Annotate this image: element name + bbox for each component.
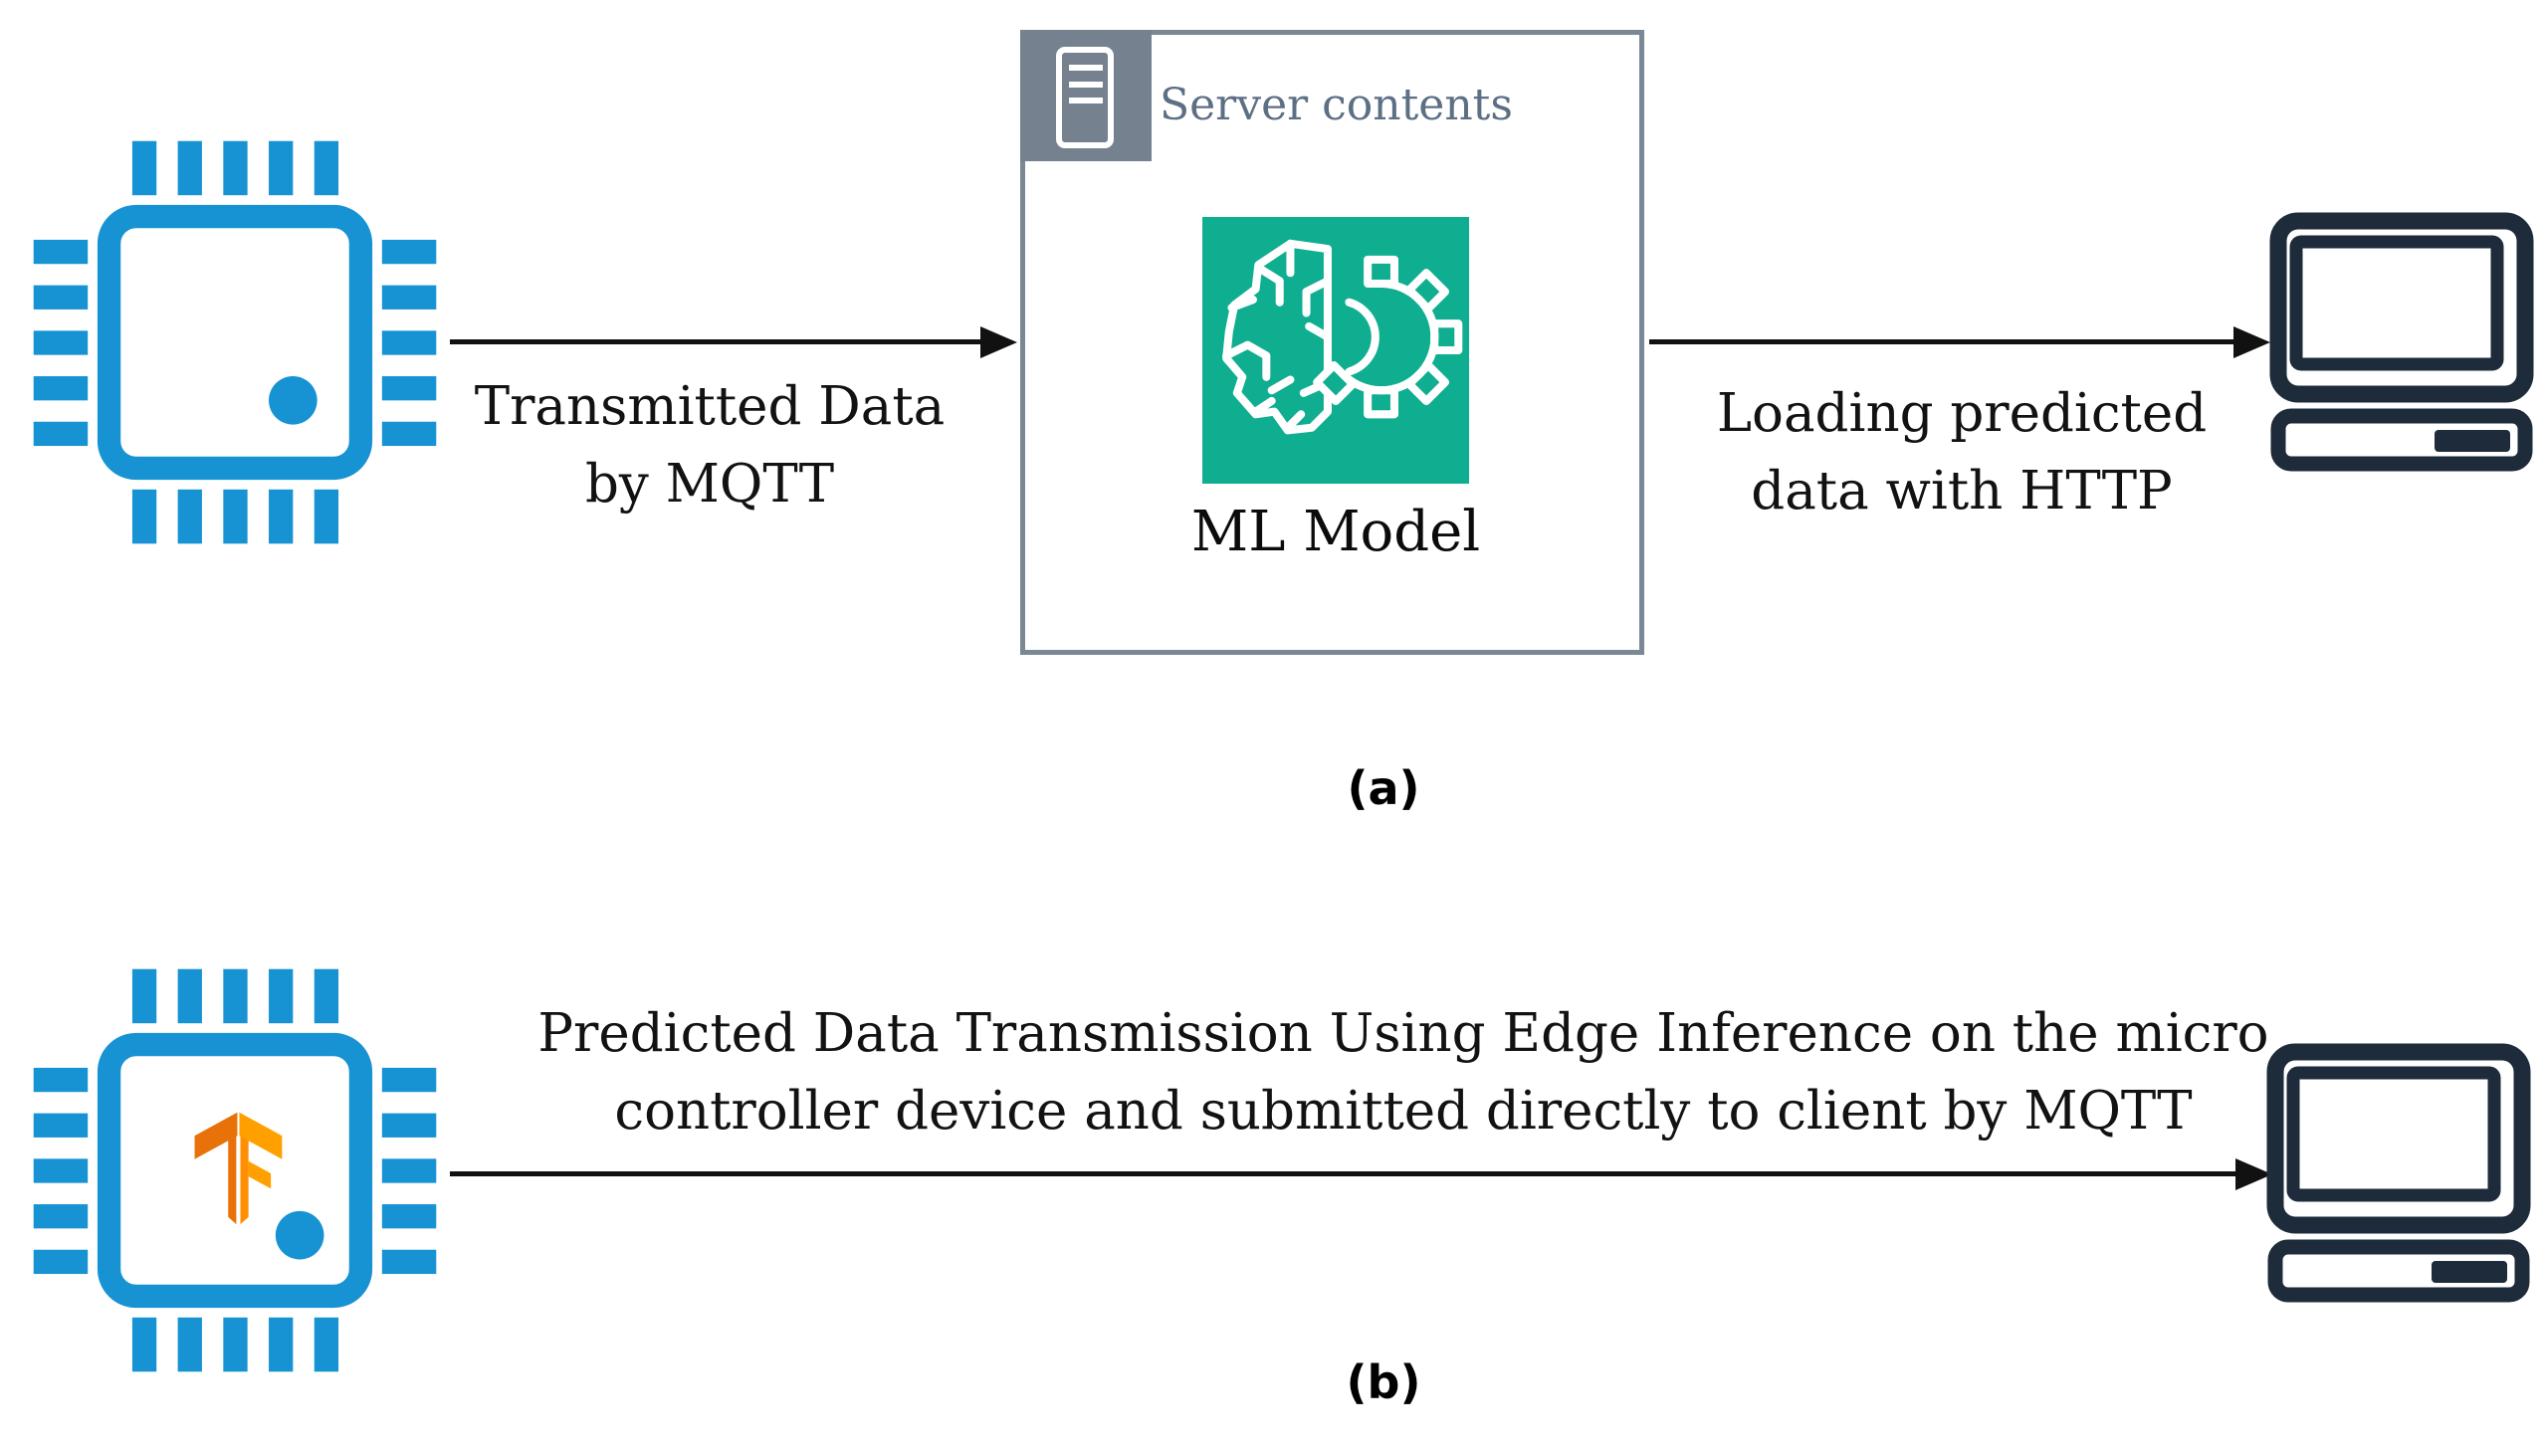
desktop-computer-icon	[2266, 1043, 2531, 1303]
monitor-screen	[2286, 1066, 2501, 1202]
chip-pins	[33, 140, 437, 544]
arrow-edge-inference	[450, 1171, 2236, 1176]
mqtt-arrow-label-line1: Transmitted Data	[474, 376, 946, 437]
http-arrow-label: Loading predicted data with HTTP	[1663, 375, 2260, 530]
arrow-http	[1649, 339, 2234, 344]
chip-pins	[33, 968, 437, 1372]
base-slot	[2432, 1261, 2507, 1283]
gear-inner-arc	[1345, 298, 1379, 376]
mqtt-arrow-label-line2: by MQTT	[584, 454, 835, 515]
caption-a: (a)	[1347, 761, 1420, 815]
chip-dot	[275, 1210, 324, 1260]
caption-b: (b)	[1346, 1355, 1421, 1409]
chip-body	[97, 204, 373, 481]
brain-gear-icon	[1202, 217, 1469, 484]
ml-model-label: ML Model	[1190, 500, 1481, 564]
server-contents-box: Server contents ML Model	[1020, 30, 1644, 655]
gear-body	[1339, 279, 1439, 395]
arrow-mqtt	[450, 339, 981, 344]
gear	[1313, 255, 1463, 419]
tensorflow-logo-icon	[194, 1112, 283, 1225]
server-box-title: Server contents	[1160, 80, 1513, 130]
tensorflow-microcontroller-chip-icon	[33, 968, 437, 1372]
server-tower-icon	[1056, 47, 1114, 148]
edge-inference-label-line1: Predicted Data Transmission Using Edge I…	[537, 1003, 2269, 1064]
chip-dot	[269, 376, 318, 425]
server-tab	[1020, 30, 1152, 161]
edge-inference-label: Predicted Data Transmission Using Edge I…	[418, 995, 2389, 1150]
base-slot	[2435, 430, 2510, 452]
desktop-computer-icon	[2269, 212, 2534, 472]
http-arrow-label-line2: data with HTTP	[1751, 461, 2173, 521]
microcontroller-chip-icon	[33, 140, 437, 544]
brain-outline	[1222, 239, 1332, 435]
brain-circuits	[1222, 239, 1332, 432]
mqtt-arrow-label: Transmitted Data by MQTT	[411, 368, 1008, 523]
edge-inference-label-line2: controller device and submitted directly…	[614, 1081, 2193, 1142]
monitor-screen	[2289, 235, 2504, 371]
http-arrow-label-line1: Loading predicted	[1716, 383, 2208, 444]
